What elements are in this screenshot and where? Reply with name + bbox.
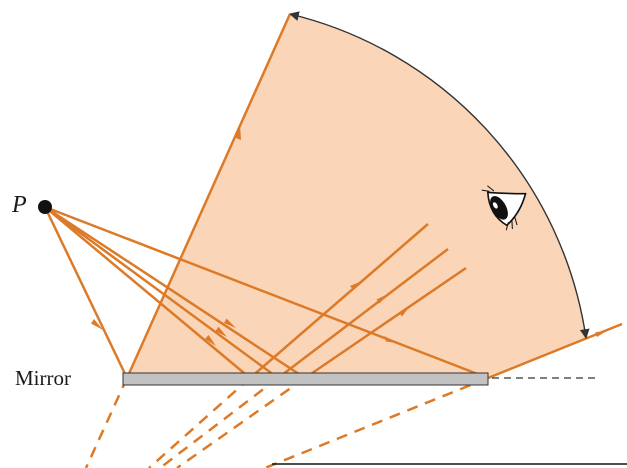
virtual-ray-3	[160, 378, 278, 468]
virtual-ray-extensions	[86, 378, 488, 468]
virtual-ray-5	[265, 378, 488, 468]
virtual-ray-4	[177, 378, 305, 468]
point-label: P	[11, 192, 27, 218]
mirror-label: Mirror	[15, 366, 71, 390]
mirror	[123, 373, 488, 385]
virtual-ray-2	[149, 378, 250, 468]
point-source	[38, 200, 52, 214]
virtual-ray-1	[86, 378, 127, 468]
